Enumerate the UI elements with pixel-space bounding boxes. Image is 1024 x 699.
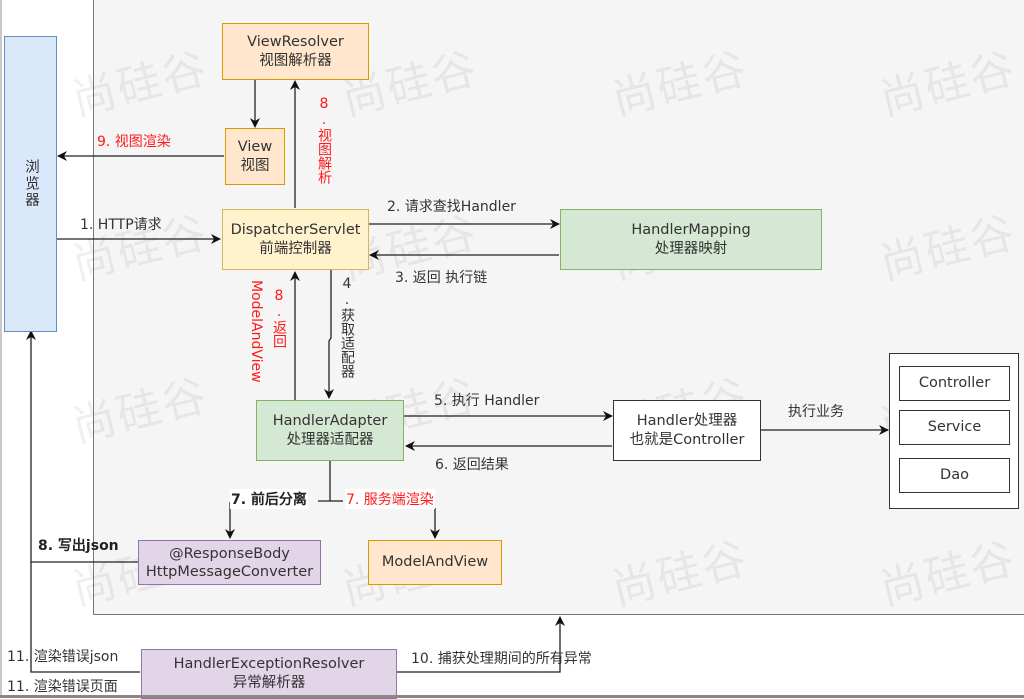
handler-desc: 也就是Controller (629, 431, 745, 448)
view-resolver-desc: 视图解析器 (259, 52, 332, 69)
handler-node: Handler处理器 也就是Controller (613, 400, 761, 461)
handler-adapter-name: HandlerAdapter (272, 412, 388, 429)
view-node: View 视图 (225, 128, 285, 185)
model-and-view-node: ModelAndView (368, 540, 502, 585)
label-server-render: 7. 服务端渲染 (345, 489, 435, 509)
label-exec-handler: 5. 执行 Handler (434, 393, 540, 409)
view-resolver-name: ViewResolver (247, 33, 344, 50)
canvas-left-border (0, 0, 2, 698)
label-write-json: 8. 写出json (38, 538, 119, 554)
label-render-error-json: 11. 渲染错误json (7, 649, 119, 665)
dispatcher-name: DispatcherServlet (230, 221, 361, 238)
label-return-mav-text: ModelAndView (248, 280, 264, 383)
edge-split (318, 461, 331, 502)
label-frontend-separation: 7. 前后分离 (230, 489, 308, 509)
label-find-handler: 2. 请求查找Handler (387, 199, 516, 215)
edge-catch-exceptions (396, 616, 565, 673)
handler-mapping-name: HandlerMapping (631, 221, 751, 238)
label-return-mav-num: 8.返回 (271, 288, 287, 348)
label-get-adapter: 4.获取适配器 (339, 276, 355, 378)
response-body-annotation: @ResponseBody (169, 545, 290, 562)
layer-controller-label: Controller (918, 375, 991, 391)
handler-adapter-desc: 处理器适配器 (286, 431, 374, 448)
layer-service: Service (899, 410, 1010, 445)
handler-mapping-desc: 处理器映射 (654, 240, 728, 257)
edge-get-adapter (324, 270, 334, 399)
view-name: View (237, 138, 273, 155)
layer-service-label: Service (927, 419, 982, 435)
layer-dao: Dao (899, 458, 1010, 493)
browser-label: 浏览器 (23, 159, 39, 209)
exception-resolver-node: HandlerExceptionResolver 异常解析器 (141, 649, 397, 699)
dispatcher-servlet-node: DispatcherServlet 前端控制器 (222, 209, 369, 270)
handler-mapping-node: HandlerMapping 处理器映射 (560, 209, 822, 270)
label-render-error-page: 11. 渲染错误页面 (7, 679, 118, 695)
layer-dao-label: Dao (940, 467, 969, 483)
handler-name: Handler处理器 (636, 412, 738, 429)
model-and-view-label: ModelAndView (381, 554, 489, 570)
label-return-result: 6. 返回结果 (435, 457, 509, 473)
layer-controller: Controller (899, 366, 1010, 401)
response-body-converter: HttpMessageConverter (145, 563, 314, 580)
label-http-request: 1. HTTP请求 (80, 217, 162, 233)
exception-resolver-desc: 异常解析器 (232, 675, 306, 691)
edge-render-error (30, 562, 140, 673)
dispatcher-desc: 前端控制器 (259, 240, 332, 257)
view-resolver-node: ViewResolver 视图解析器 (222, 23, 369, 80)
view-desc: 视图 (240, 157, 270, 174)
exception-resolver-name: HandlerExceptionResolver (173, 656, 365, 672)
label-catch-exceptions: 10. 捕获处理期间的所有异常 (411, 651, 592, 667)
label-view-resolve: 8.视图解析 (316, 96, 332, 184)
label-render-view: 9. 视图渲染 (97, 134, 171, 150)
handler-adapter-node: HandlerAdapter 处理器适配器 (256, 400, 404, 461)
label-exec-business-text: 执行业务 (788, 404, 844, 420)
response-body-node: @ResponseBody HttpMessageConverter (138, 540, 321, 585)
browser-node: 浏览器 (4, 36, 57, 332)
label-return-chain: 3. 返回 执行链 (395, 270, 488, 286)
spring-container (93, 0, 1024, 615)
canvas-bottom-border (0, 695, 1024, 698)
edge-write-json (26, 330, 138, 563)
